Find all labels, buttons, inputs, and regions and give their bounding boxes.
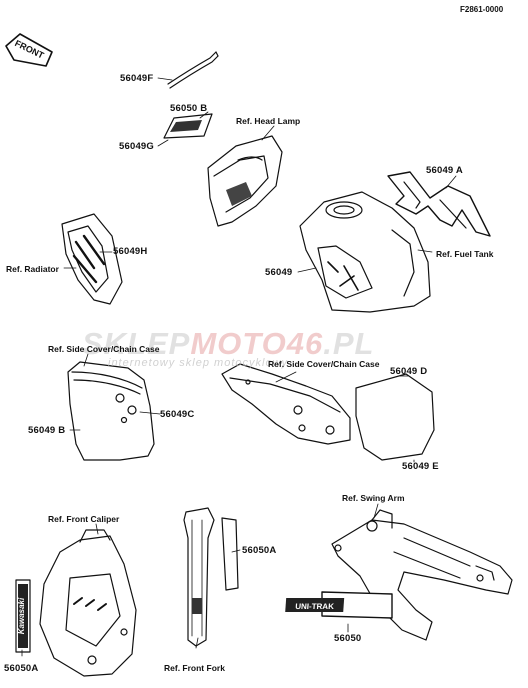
part-swing-arm [331,509,513,641]
part-56049A-decal [387,171,491,237]
part-side-cover-right [221,363,351,445]
watermark-brand: SKLEPMOTO46.PL [82,326,375,361]
part-side-cover-left [67,361,155,461]
part-56050-decal [285,591,393,619]
label-56049E: 56049 E [402,461,439,472]
label-56049C: 56049C [160,409,195,420]
label-56049: 56049 [265,267,293,278]
label-56050A-fork: 56050A [242,545,277,556]
label-56050: 56050 [334,633,362,644]
label-ref-radiator: Ref. Radiator [6,264,59,274]
part-front-fork [183,507,215,647]
label-56049G: 56049G [119,141,155,152]
part-radiator-shroud [61,213,123,305]
label-ref-head-lamp: Ref. Head Lamp [236,116,301,126]
label-56049B: 56049 B [28,425,66,436]
label-56049F: 56049F [120,73,154,84]
part-56050A-fork-strip [221,517,239,591]
label-56049H: 56049H [113,246,148,257]
part-56050B-56049G [163,113,213,139]
label-56049A: 56049 A [426,165,463,176]
label-56050B: 56050 B [170,103,208,114]
label-ref-front-caliper: Ref. Front Caliper [48,514,120,524]
label-ref-side-cover-right: Ref. Side Cover/Chain Case [268,359,380,369]
diagram-code: F2861-0000 [460,5,504,14]
part-fuel-tank [299,191,431,313]
front-arrow-icon [5,33,53,67]
caliper-brand-text: Kawasaki [17,597,26,634]
part-56050A-caliper-decal [15,579,31,653]
part-56049F [167,51,219,89]
part-front-caliper-guard [39,529,137,677]
label-56050A-caliper: 56050A [4,663,39,674]
label-ref-fuel-tank: Ref. Fuel Tank [436,249,494,259]
part-head-lamp [207,135,283,227]
label-56049D: 56049 D [390,366,428,377]
label-ref-front-fork: Ref. Front Fork [164,663,225,673]
part-56049D-56049E [355,373,435,461]
label-ref-swing-arm: Ref. Swing Arm [342,493,405,503]
watermark-tagline: internetowy sklep motocyklowy [108,357,289,369]
label-ref-side-cover-left: Ref. Side Cover/Chain Case [48,344,160,354]
swing-arm-decal-text: UNI-TRAK [295,602,334,611]
